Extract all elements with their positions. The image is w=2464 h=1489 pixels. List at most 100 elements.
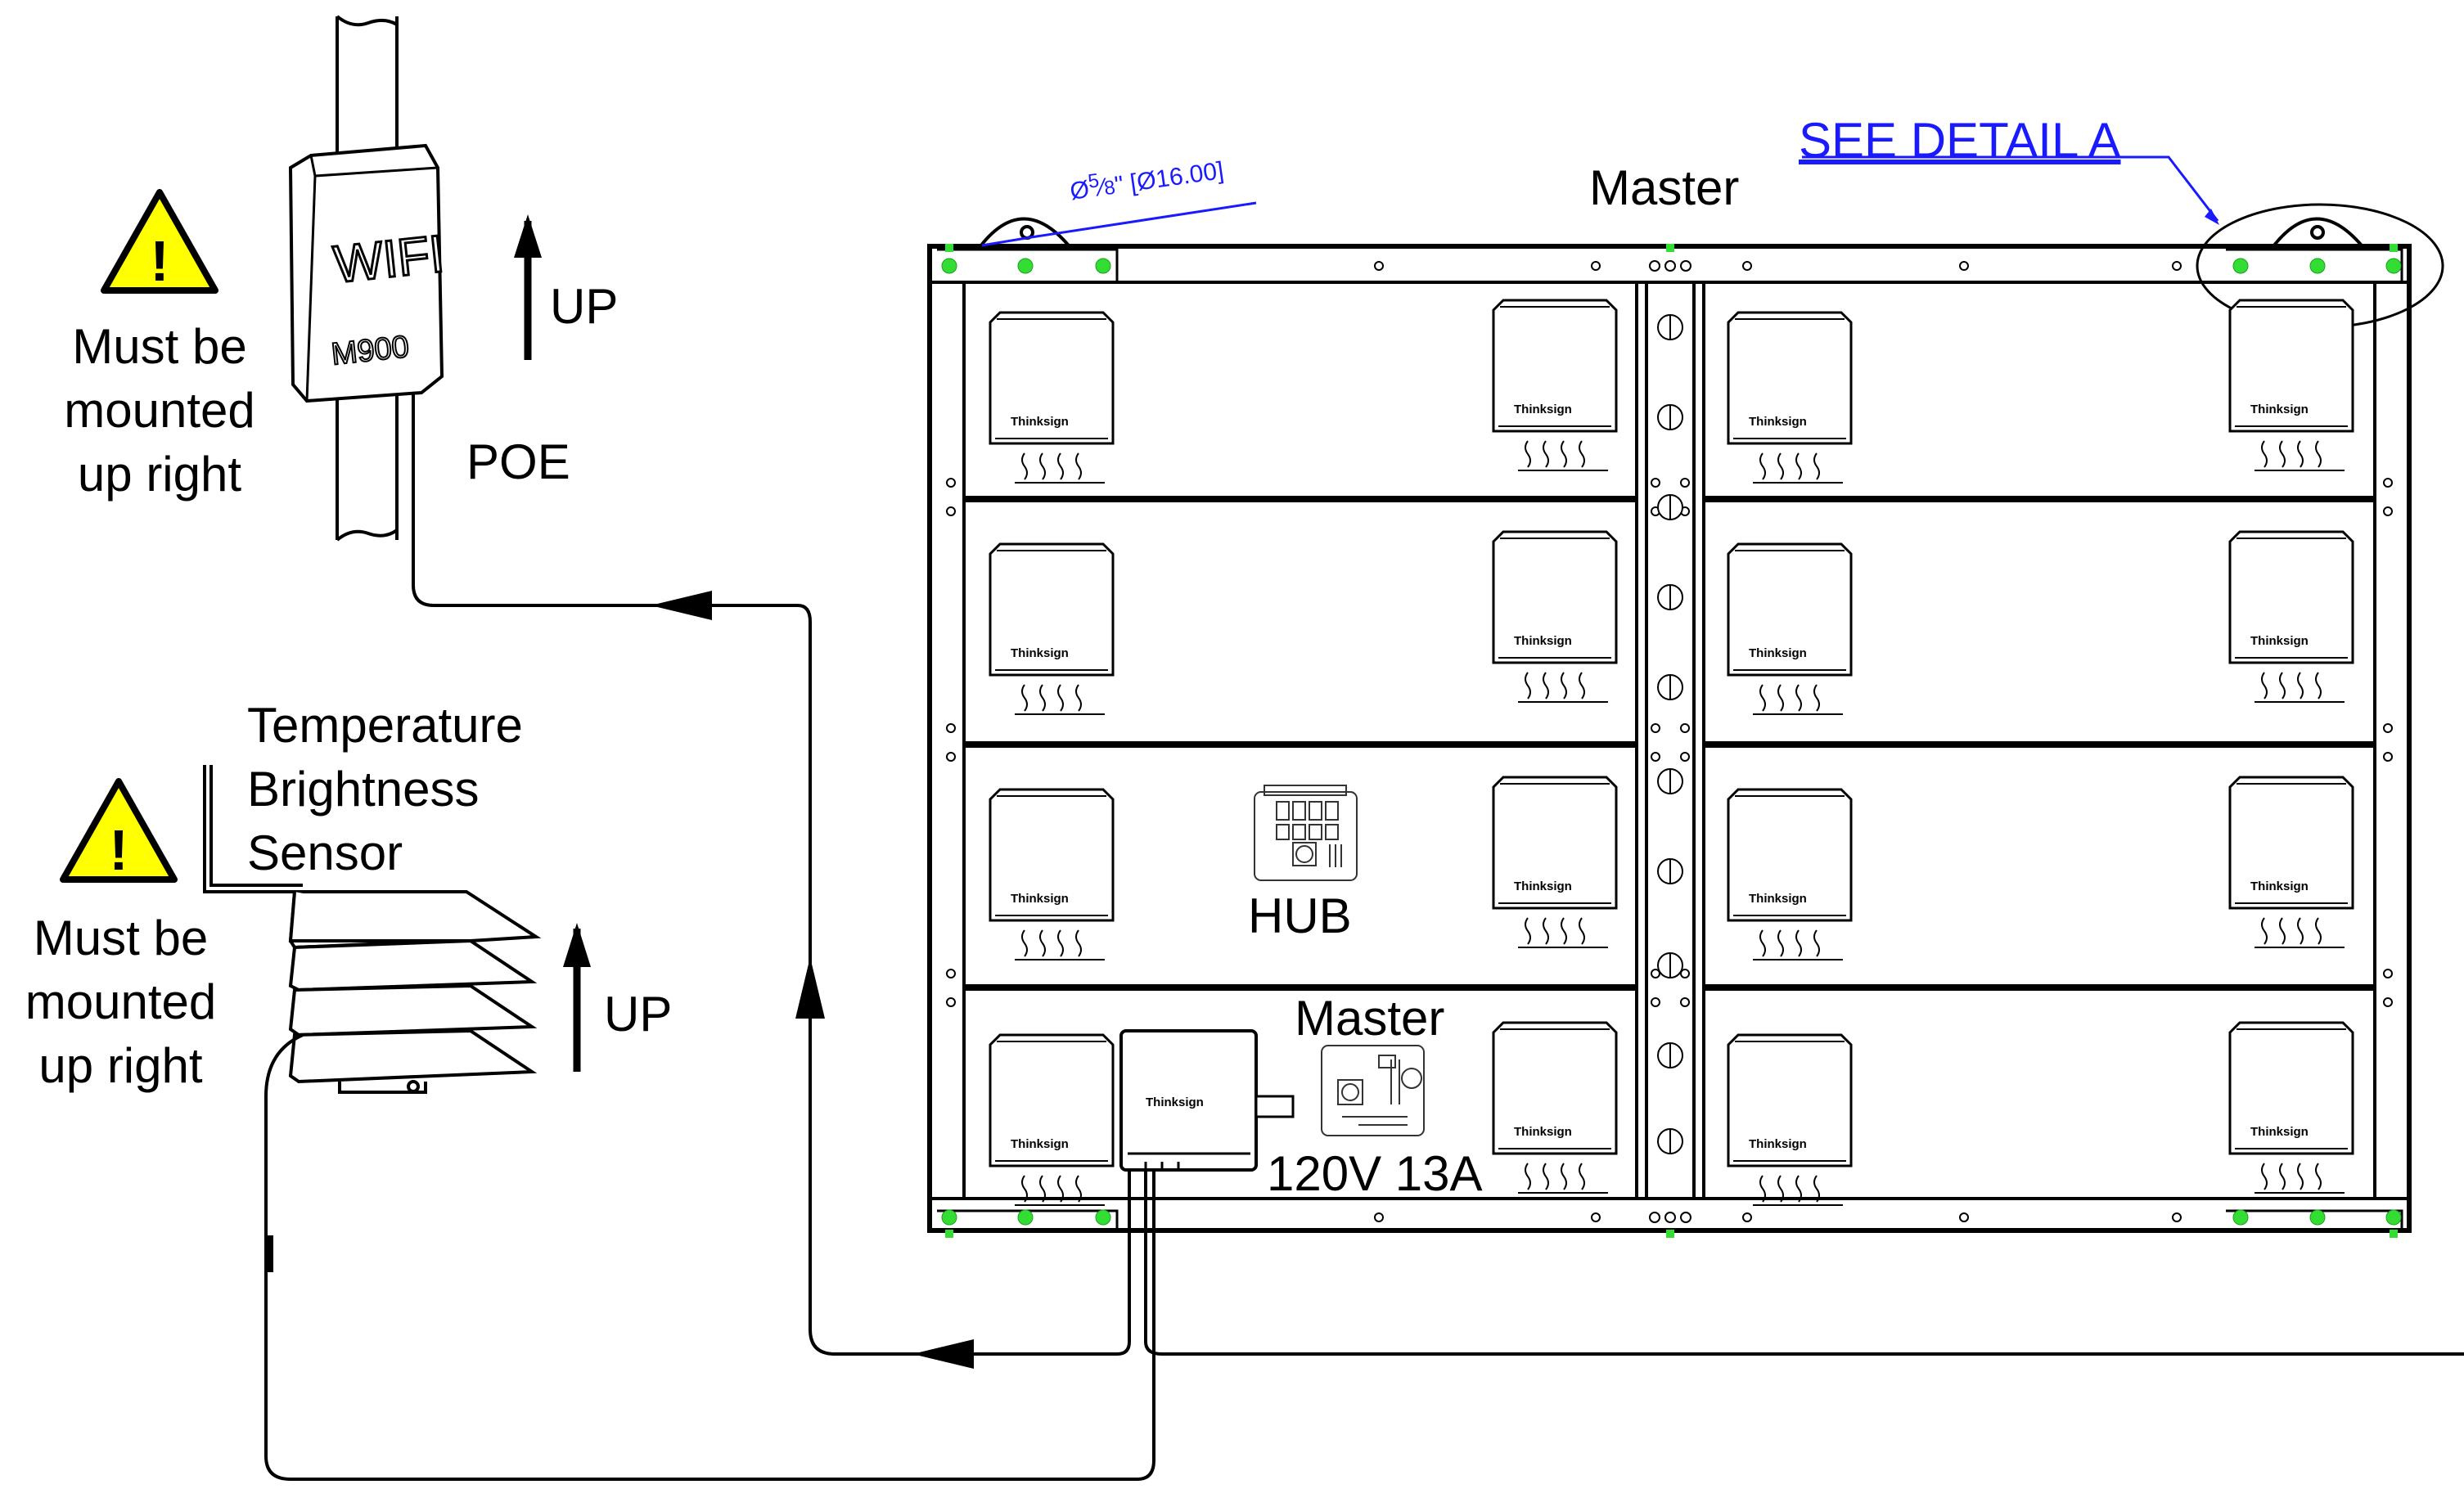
rivet-hole bbox=[1651, 723, 1660, 733]
rivet-hole bbox=[1959, 1212, 1969, 1222]
rivet-hole bbox=[1959, 261, 1969, 271]
mounting-point bbox=[1017, 258, 1034, 274]
module-brand: Thinksign bbox=[1749, 1137, 1807, 1151]
mounting-clip bbox=[1666, 244, 1674, 252]
wifi-up-label: UP bbox=[550, 279, 619, 334]
display-module bbox=[1492, 299, 1618, 433]
display-module-edge bbox=[2235, 1028, 2348, 1149]
rivet-hole bbox=[1651, 997, 1660, 1007]
mounting-point bbox=[941, 258, 957, 274]
hub-board-icon bbox=[1254, 785, 1358, 881]
rivet-hole bbox=[2172, 1212, 2182, 1222]
arrow-up-head-cable bbox=[795, 957, 825, 1019]
master-power-box: Thinksign bbox=[1119, 1029, 1295, 1172]
display-module bbox=[2228, 776, 2354, 910]
wifi-word: WIFI bbox=[331, 224, 447, 295]
master-bottom-label: Master bbox=[1295, 991, 1445, 1046]
display-module-edge bbox=[2235, 783, 2348, 904]
sensor-title: Temperature Brightness Sensor bbox=[247, 698, 523, 880]
module-brand: Thinksign bbox=[2250, 879, 2309, 893]
display-module bbox=[989, 788, 1115, 922]
module-brand: Thinksign bbox=[1514, 1125, 1572, 1139]
rivet-hole bbox=[2383, 997, 2393, 1007]
mounting-point bbox=[1017, 1209, 1034, 1226]
power-label: 120V 13A bbox=[1267, 1146, 1483, 1201]
module-brand: Thinksign bbox=[1011, 892, 1069, 906]
rivet-hole bbox=[1374, 261, 1384, 271]
mounting-point bbox=[941, 1209, 957, 1226]
display-module bbox=[2228, 530, 2354, 664]
display-module bbox=[1727, 542, 1853, 677]
wifi-up-arrow-head bbox=[514, 214, 542, 258]
rivet-hole bbox=[1680, 260, 1691, 272]
see-detail-leader bbox=[1802, 155, 2219, 222]
rivet-hole bbox=[946, 969, 956, 978]
sensor-bracket bbox=[203, 765, 303, 893]
must-mounted-sensor: Must be mounted up right bbox=[25, 911, 217, 1093]
heat-wave-icon bbox=[1021, 452, 1082, 480]
rivet-hole bbox=[2172, 261, 2182, 271]
svg-text:!: ! bbox=[109, 818, 128, 882]
rivet-hole bbox=[1680, 969, 1690, 978]
display-module-edge bbox=[2235, 538, 2348, 659]
mounting-point bbox=[2385, 1209, 2402, 1226]
sensor-up-arrow-head bbox=[563, 923, 591, 967]
display-module bbox=[1492, 530, 1618, 664]
rivet-hole bbox=[1680, 1212, 1691, 1223]
mounting-point bbox=[2232, 258, 2249, 274]
heat-wave-icon bbox=[1759, 452, 1820, 480]
heat-wave-icon bbox=[2261, 917, 2322, 945]
dimension-leader bbox=[981, 201, 1257, 247]
mounting-clip bbox=[945, 244, 953, 252]
heat-wave-icon bbox=[2261, 1163, 2322, 1190]
display-module bbox=[1727, 1033, 1853, 1167]
module-brand: Thinksign bbox=[1514, 879, 1572, 893]
svg-text:!: ! bbox=[150, 229, 169, 293]
heat-wave-icon bbox=[1021, 929, 1082, 957]
see-detail-a-link[interactable]: SEE DETAIL A bbox=[1799, 113, 2121, 168]
module-brand: Thinksign bbox=[1011, 1137, 1069, 1151]
module-brand: Thinksign bbox=[2250, 403, 2309, 416]
rivet-hole bbox=[1680, 997, 1690, 1007]
rivet-hole bbox=[1374, 1212, 1384, 1222]
master-top-label: Master bbox=[1589, 160, 1740, 215]
rivet-hole bbox=[946, 997, 956, 1007]
mounting-point bbox=[2232, 1209, 2249, 1226]
display-module-edge bbox=[1733, 795, 1846, 916]
display-module bbox=[1492, 776, 1618, 910]
heat-wave-icon bbox=[1525, 1163, 1585, 1190]
rivet-hole bbox=[2383, 752, 2393, 762]
mounting-clip bbox=[2390, 1230, 2398, 1238]
heat-wave-icon bbox=[1525, 440, 1585, 468]
heat-wave-icon bbox=[1525, 917, 1585, 945]
display-module-edge bbox=[1498, 538, 1611, 659]
display-module-edge bbox=[995, 1041, 1108, 1162]
display-module-edge bbox=[1498, 1028, 1611, 1149]
rivet-hole bbox=[1651, 478, 1660, 488]
heat-wave-icon bbox=[2261, 672, 2322, 700]
rivet-hole bbox=[1664, 260, 1676, 272]
poe-label: POE bbox=[466, 434, 570, 489]
display-module-edge bbox=[2235, 306, 2348, 427]
mounting-point bbox=[2309, 1209, 2326, 1226]
rivet-hole bbox=[946, 723, 956, 733]
power-box-brand: Thinksign bbox=[1146, 1095, 1204, 1109]
rivet-hole bbox=[1680, 752, 1690, 762]
poe-cable bbox=[412, 393, 2464, 1356]
rivet-hole bbox=[1591, 1212, 1601, 1222]
rivet-hole bbox=[1591, 261, 1601, 271]
module-brand: Thinksign bbox=[1749, 415, 1807, 429]
module-brand: Thinksign bbox=[2250, 1125, 2309, 1139]
module-brand: Thinksign bbox=[2250, 634, 2309, 648]
display-module-edge bbox=[1733, 550, 1846, 671]
mounting-clip bbox=[1666, 1230, 1674, 1238]
rivet-hole bbox=[946, 506, 956, 516]
rivet-hole bbox=[1651, 969, 1660, 978]
display-module-edge bbox=[995, 550, 1108, 671]
rivet-hole bbox=[1664, 1212, 1676, 1223]
mounting-clip bbox=[2390, 244, 2398, 252]
rivet-hole bbox=[2383, 478, 2393, 488]
heat-wave-icon bbox=[1021, 684, 1082, 712]
rivet-hole bbox=[1742, 1212, 1752, 1222]
module-brand: Thinksign bbox=[1011, 646, 1069, 660]
